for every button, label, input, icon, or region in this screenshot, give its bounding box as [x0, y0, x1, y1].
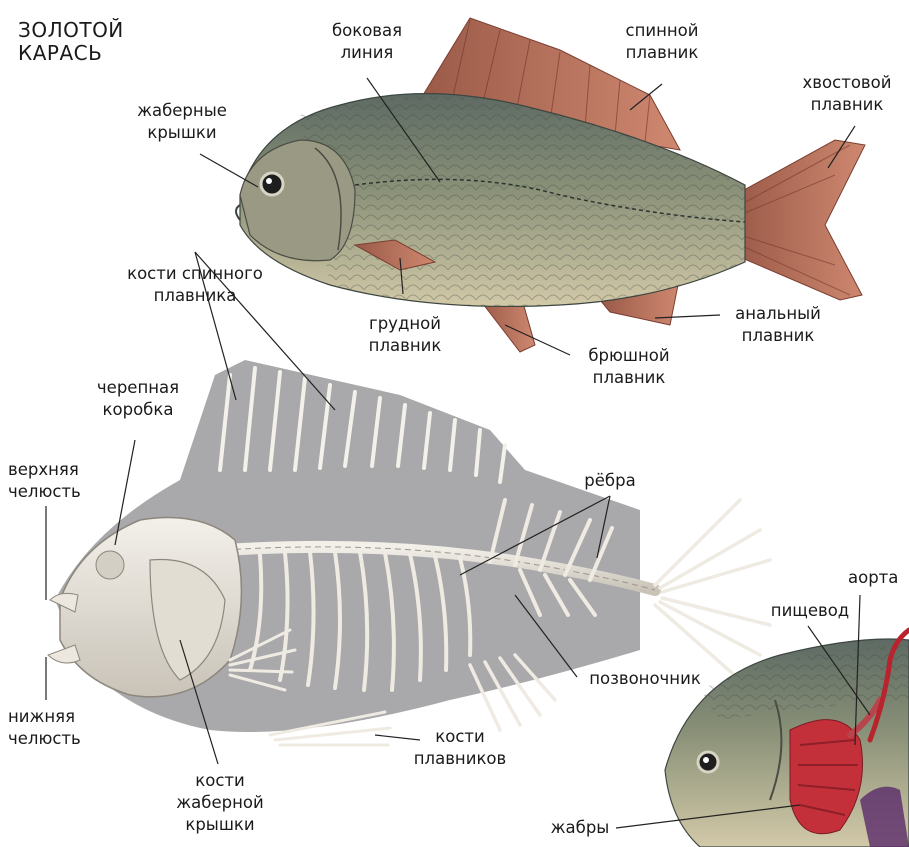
label-lateral-line: боковая линия [305, 20, 429, 64]
label-lower-jaw: нижняя челюсть [8, 706, 81, 750]
label-anal-fin: анальный плавник [723, 303, 833, 347]
label-gill-cover-bones: кости жаберной крышки [160, 770, 280, 836]
label-pelvic-fin: брюшной плавник [570, 345, 688, 389]
label-dorsal-fin-bones: кости спинного плавника [95, 263, 295, 307]
label-skull: черепная коробка [78, 377, 198, 421]
label-spine: позвоночник [575, 668, 715, 690]
label-pectoral-fin: грудной плавник [345, 313, 465, 357]
carp-illustration [236, 18, 865, 352]
label-upper-jaw: верхняя челюсть [8, 459, 81, 503]
label-caudal-fin: хвостовой плавник [785, 72, 909, 116]
diagram-title: ЗОЛОТОЙ КАРАСЬ [18, 19, 124, 65]
label-dorsal-fin: спинной плавник [607, 20, 717, 64]
label-ribs: рёбра [560, 470, 660, 492]
cutaway-illustration [665, 630, 909, 847]
carp-eye-shape [261, 173, 283, 195]
label-gills: жабры [545, 817, 615, 839]
caudal-fin-shape [735, 140, 865, 300]
label-fin-bones: кости плавников [395, 726, 525, 770]
label-esophagus: пищевод [755, 600, 865, 622]
label-gill-covers: жаберные крышки [117, 100, 247, 144]
label-aorta: аорта [848, 567, 909, 589]
tail-bones-shape [655, 500, 770, 680]
